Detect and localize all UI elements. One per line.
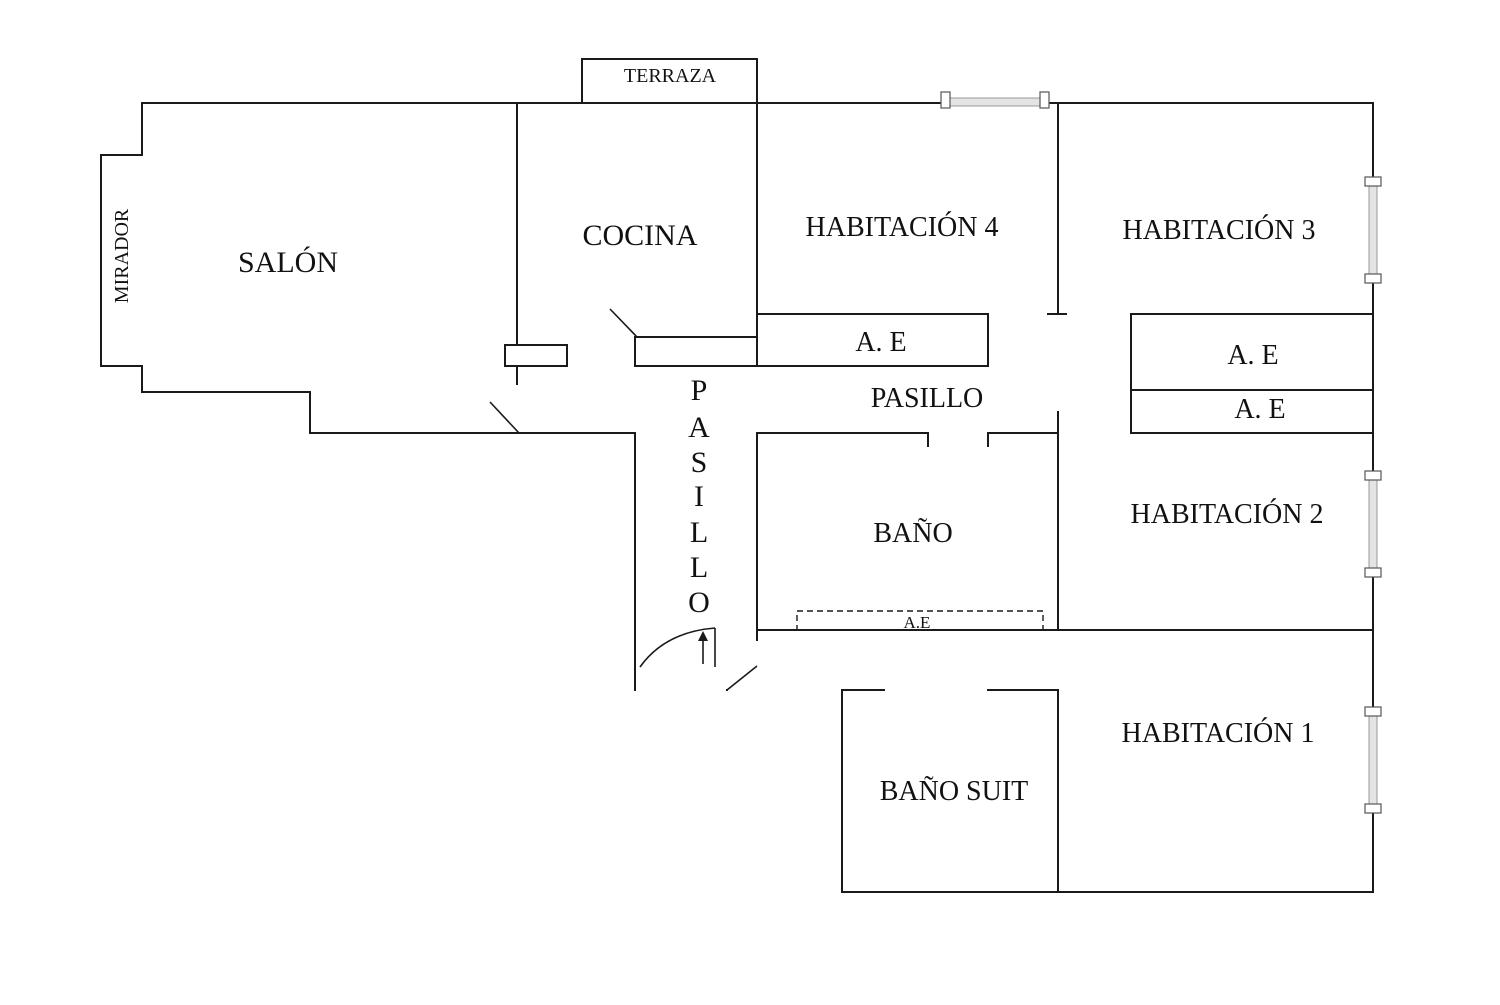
pasillo-letter: L bbox=[690, 551, 708, 584]
label-habitacion-1: HABITACIÓN 1 bbox=[1122, 718, 1315, 749]
window-hab3 bbox=[1364, 176, 1382, 284]
pasillo-letter: S bbox=[691, 446, 708, 479]
label-closet-hab3-lower: A. E bbox=[1234, 394, 1285, 425]
pasillo-letter: I bbox=[694, 480, 704, 513]
window-hab2 bbox=[1364, 470, 1382, 578]
window-top bbox=[940, 91, 1050, 109]
label-mirador: MIRADOR bbox=[111, 208, 133, 303]
bano-closet-outline bbox=[796, 610, 1044, 631]
label-salon: SALÓN bbox=[238, 246, 338, 279]
pasillo-letter: P bbox=[691, 374, 708, 407]
label-closet-bano: A.E bbox=[904, 613, 931, 632]
doors bbox=[489, 308, 758, 691]
pasillo-letter: A bbox=[688, 411, 710, 444]
label-terraza: TERRAZA bbox=[624, 65, 717, 87]
windows bbox=[940, 91, 1382, 814]
label-habitacion-4: HABITACIÓN 4 bbox=[806, 212, 999, 243]
pasillo-letter: L bbox=[690, 516, 708, 549]
label-habitacion-2: HABITACIÓN 2 bbox=[1131, 499, 1324, 530]
room-labels: SALÓN COCINA HABITACIÓN 4 HABITACIÓN 3 H… bbox=[111, 65, 1323, 807]
label-closet-hab3-upper: A. E bbox=[1227, 340, 1278, 371]
window-hab1 bbox=[1364, 706, 1382, 814]
pasillo-letter: O bbox=[688, 586, 710, 619]
label-habitacion-3: HABITACIÓN 3 bbox=[1123, 215, 1316, 246]
label-cocina: COCINA bbox=[582, 219, 697, 252]
label-bano: BAÑO bbox=[873, 518, 952, 549]
label-bano-suit: BAÑO SUIT bbox=[880, 776, 1029, 807]
walls bbox=[100, 58, 1374, 893]
entrance-arrow-icon bbox=[698, 631, 708, 664]
label-closet-hab4: A. E bbox=[855, 327, 906, 358]
label-pasillo: PASILLO bbox=[871, 383, 984, 414]
label-pasillo-vertical: P A S I L L O bbox=[688, 374, 710, 619]
